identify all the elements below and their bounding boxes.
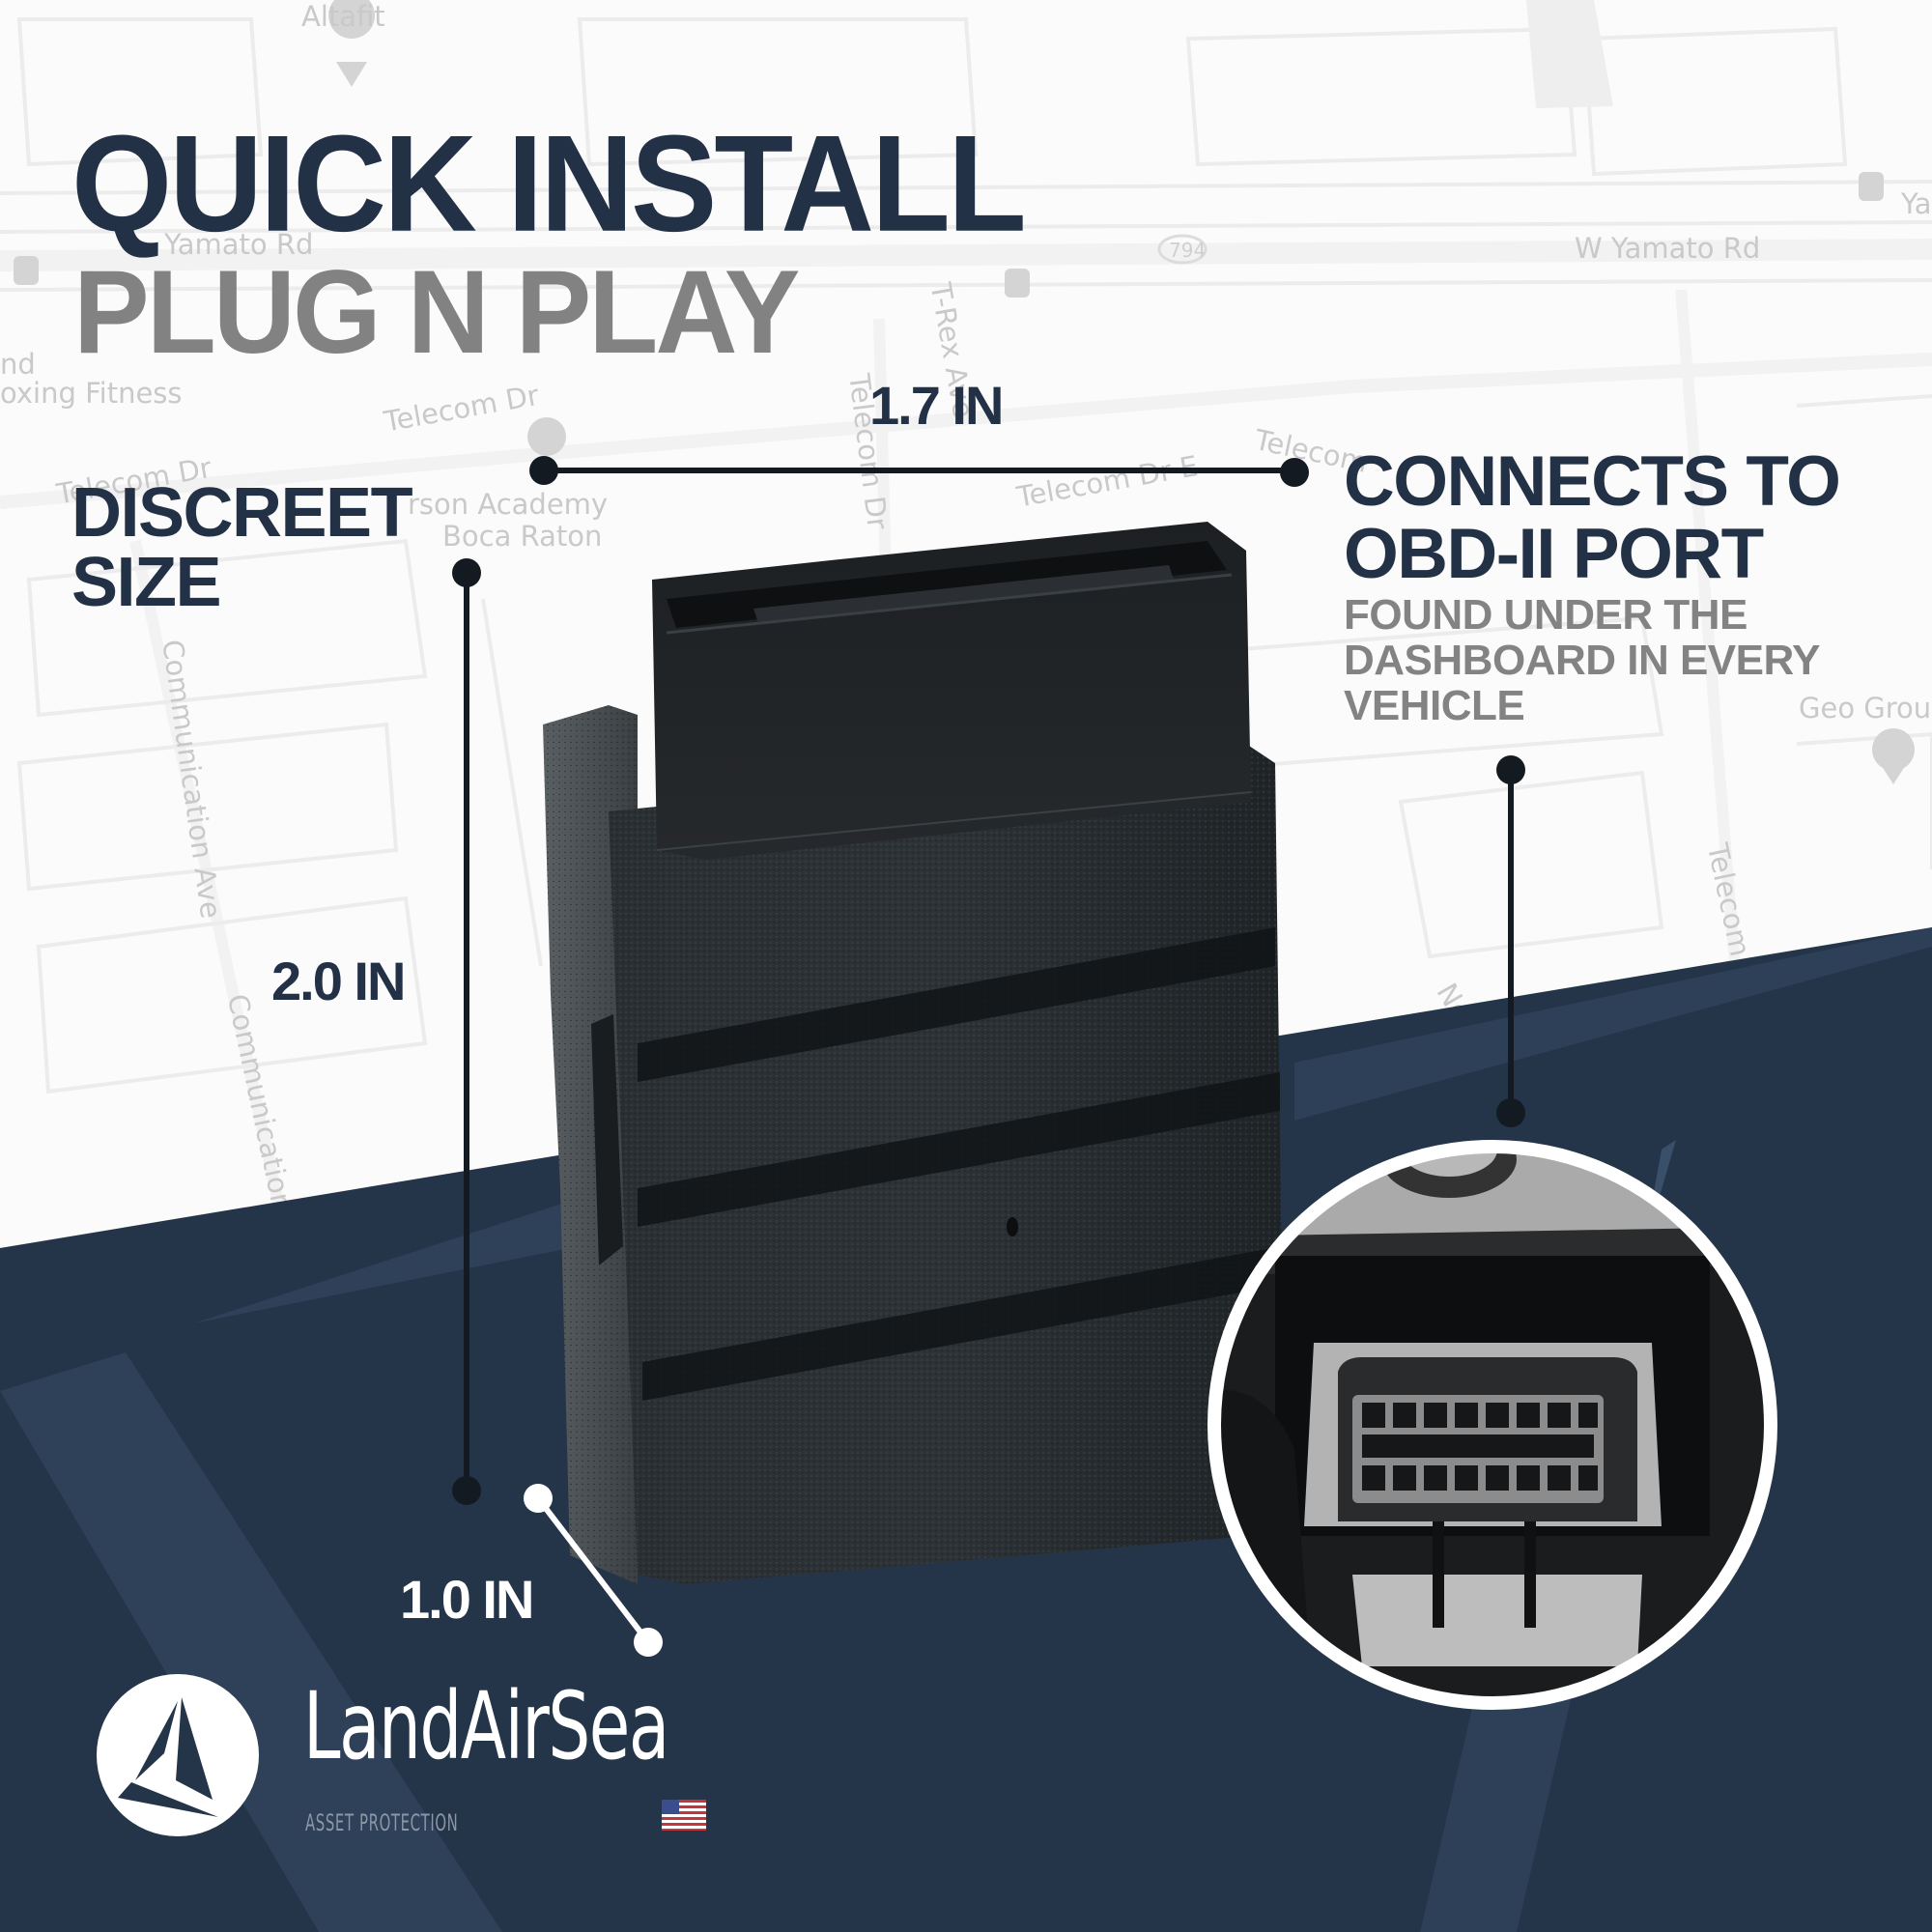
brand-name: LandAirSea	[303, 1672, 669, 1780]
brand-tagline: ASSET PROTECTION	[305, 1809, 459, 1836]
feature-port-detail-line-3: VEHICLE	[1344, 682, 1525, 730]
width-dimension-label: 1.7 IN	[869, 375, 1004, 436]
depth-dimension-label: 1.0 IN	[400, 1569, 534, 1630]
map-label: rson Academy	[408, 488, 609, 521]
width-dimension-line	[529, 456, 1309, 487]
map-label: oxing Fitness	[0, 377, 183, 410]
map-label: Yamato Rd	[164, 228, 314, 261]
obd-port-illustration	[1211, 1144, 1774, 1706]
height-dimension-line	[452, 558, 481, 1505]
feature-size-line-1: DISCREET	[71, 474, 413, 552]
feature-port-detail: FOUND UNDER THE DASHBOARD IN EVERY VEHIC…	[1344, 592, 1820, 728]
feature-port-title-line-1: CONNECTS TO	[1344, 442, 1841, 521]
map-label: W Yamato Rd	[1575, 232, 1761, 265]
obd-device-illustration	[543, 522, 1285, 1584]
feature-port-detail-line-2: DASHBOARD IN EVERY	[1344, 637, 1820, 685]
headline-subtitle: PLUG N PLAY	[73, 245, 800, 379]
feature-port-title-line-2: OBD-II PORT	[1344, 515, 1764, 593]
feature-port-title: CONNECTS TO OBD-II PORT	[1344, 442, 1841, 593]
sail-triangle-icon	[118, 1697, 218, 1817]
height-dimension-label: 2.0 IN	[271, 951, 406, 1011]
map-label: Boca Raton	[442, 520, 603, 553]
feature-size-label: DISCREET SIZE	[71, 474, 413, 621]
logo-emblem	[97, 1674, 259, 1836]
feature-size-line-2: SIZE	[71, 544, 222, 621]
svg-text:794: 794	[1169, 239, 1206, 262]
port-callout-line	[1496, 755, 1525, 1127]
us-flag-icon	[662, 1800, 706, 1831]
depth-dimension-line	[524, 1484, 663, 1657]
headline-title: QUICK INSTALL	[71, 107, 1027, 261]
obd-device-image	[531, 512, 1304, 1594]
feature-port-detail-line-1: FOUND UNDER THE	[1344, 591, 1747, 639]
map-label: Altafit	[301, 0, 385, 33]
obd-port-photo	[1208, 1140, 1777, 1710]
map-label: Ya	[1901, 187, 1932, 220]
map-label: Geo Group	[1799, 692, 1932, 724]
map-label: nd	[0, 348, 36, 381]
